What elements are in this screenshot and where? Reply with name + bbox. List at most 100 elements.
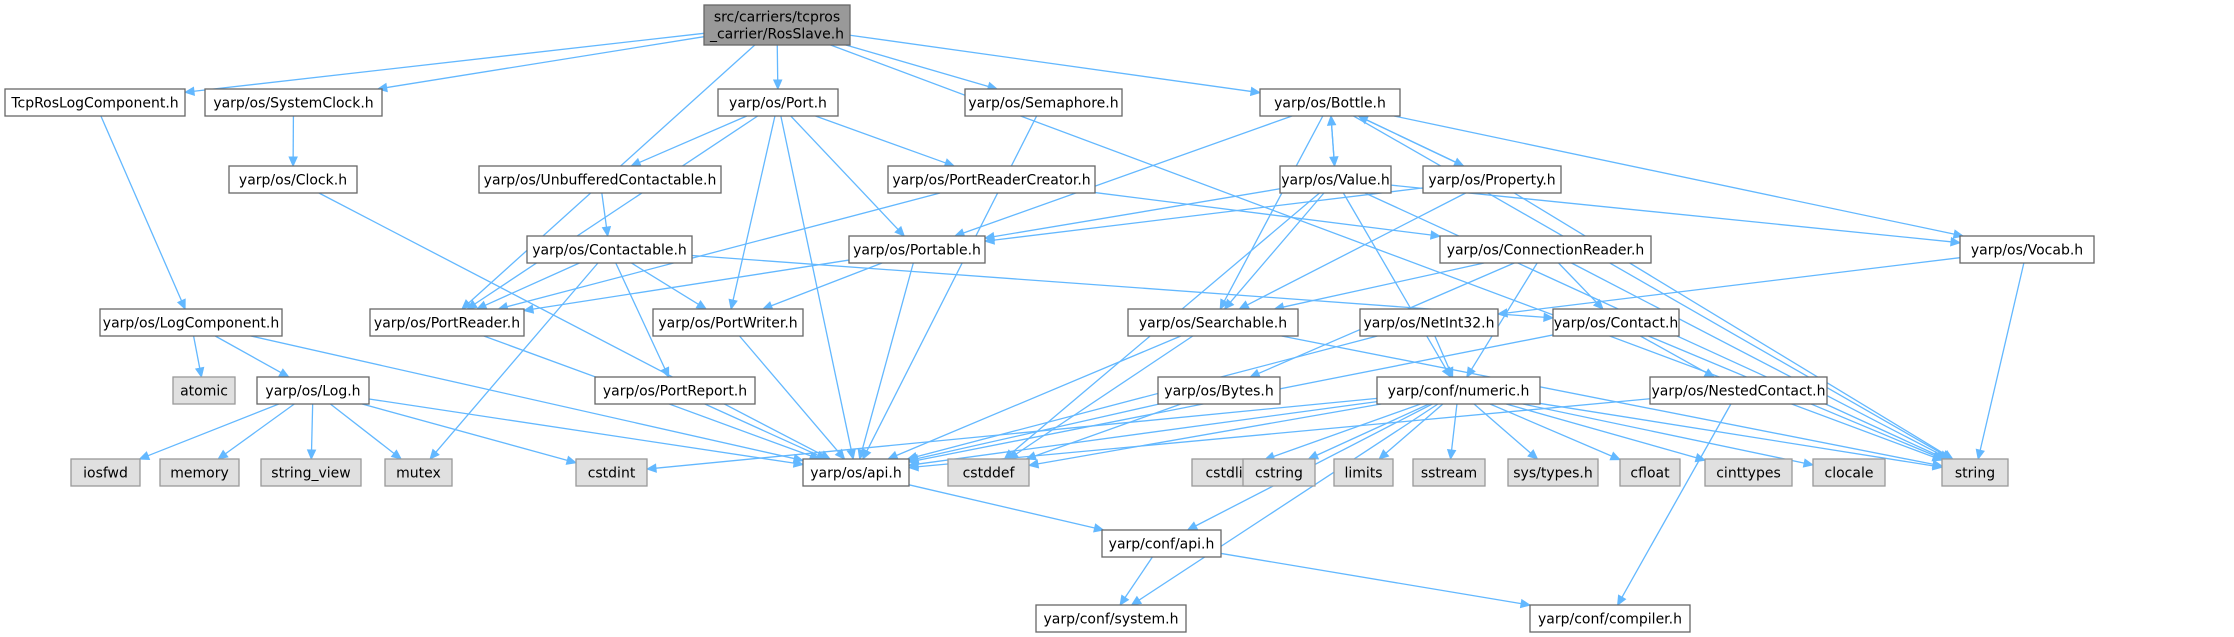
edge-arrowhead [1446,449,1457,461]
node-label: TcpRosLogComponent.h [10,96,178,112]
node-label: yarp/os/Log.h [265,384,360,400]
node-confapi[interactable]: yarp/conf/api.h [1101,529,1222,558]
edge-line [1223,115,1324,302]
edge-line [1558,262,1598,303]
edge-port-to-prcreator [815,115,956,168]
node-portwriter[interactable]: yarp/os/PortWriter.h [652,308,804,337]
node-label: cstdlib [1205,466,1251,482]
node-limits: limits [1333,458,1394,487]
node-bottle[interactable]: yarp/os/Bottle.h [1259,88,1401,117]
node-sysclock[interactable]: yarp/os/SystemClock.h [204,88,383,117]
node-box [1376,376,1541,405]
node-confsystem[interactable]: yarp/conf/system.h [1035,604,1187,633]
edge-arrowhead [1238,300,1250,310]
node-confcompiler[interactable]: yarp/conf/compiler.h [1529,604,1691,633]
node-box [1507,458,1599,487]
edge-numeric-to-clocale [1522,403,1815,468]
node-prcreator[interactable]: yarp/os/PortReaderCreator.h [887,165,1096,194]
edge-line [771,262,883,307]
node-memory: memory [159,458,240,487]
edge-arrowhead [306,449,317,461]
edge-line [917,398,1651,468]
node-connreader[interactable]: yarp/os/ConnectionReader.h [1439,235,1652,264]
edge-arrowhead [1130,595,1143,606]
node-port[interactable]: yarp/os/Port.h [717,88,839,117]
node-label: iosfwd [83,466,128,482]
edge-line [1473,403,1532,454]
edge-port-to-unbuf [630,115,748,167]
edge-rosslave-to-port [772,44,783,91]
node-label: atomic [180,384,228,400]
node-netint32[interactable]: yarp/os/NetInt32.h [1359,308,1499,337]
node-atomic: atomic [172,376,236,405]
node-label: yarp/conf/numeric.h [1388,384,1530,400]
edge-line [386,36,705,89]
node-property[interactable]: yarp/os/Property.h [1422,165,1562,194]
edge-prcreator-to-connreader [1094,191,1442,240]
edge-line [193,32,705,92]
edge-numeric-to-systypes [1473,403,1539,460]
edge-line [368,398,795,464]
node-contactable[interactable]: yarp/os/Contactable.h [526,235,693,264]
edge-line [1247,192,1466,306]
node-bytes[interactable]: yarp/os/Bytes.h [1157,376,1281,405]
node-searchable[interactable]: yarp/os/Searchable.h [1127,308,1299,337]
node-osapi[interactable]: yarp/os/api.h [802,458,910,487]
edge-arrowhead [1219,298,1229,311]
edge-numeric-to-cstdint [645,397,1378,473]
edge-line [147,403,280,457]
edge-property-to-portable [983,187,1424,245]
edge-line [1522,403,1805,464]
edge-arrowhead [1119,594,1130,607]
edge-line [1489,403,1612,457]
node-label: yarp/os/PortReport.h [603,384,747,400]
edge-arrowhead [194,366,205,379]
node-portable[interactable]: yarp/os/Portable.h [848,235,986,264]
node-value[interactable]: yarp/os/Value.h [1279,165,1392,194]
nodes-layer: src/carriers/tcpros_carrier/RosSlave.hTc… [4,4,2095,633]
edge-arrowhead [1950,237,1962,247]
edge-line [790,115,899,230]
edge-line [732,115,776,301]
edge-numeric-to-sstream [1446,403,1458,461]
node-unbuf[interactable]: yarp/os/UnbufferedContactable.h [478,165,722,194]
node-log[interactable]: yarp/os/Log.h [256,376,370,405]
edge-line [780,115,852,451]
node-label: yarp/os/Semaphore.h [968,96,1118,112]
node-clock[interactable]: yarp/os/Clock.h [228,165,358,194]
edge-line [1124,556,1153,598]
node-label: cstring [1255,466,1303,482]
node-portreport[interactable]: yarp/os/PortReport.h [594,376,756,405]
node-label: yarp/os/Portable.h [853,243,981,259]
node-label: yarp/conf/compiler.h [1538,612,1682,628]
edge-property-to-bottle [1357,115,1464,167]
node-box [575,458,648,487]
node-box [703,4,851,46]
edge-nestedcontact-to-osapi [907,398,1651,472]
edge-value-to-vocab [1390,184,1962,247]
node-vocab[interactable]: yarp/os/Vocab.h [1959,235,2095,264]
node-label: string_view [271,466,350,482]
node-box [1422,165,1562,194]
node-rosslave: src/carriers/tcpros_carrier/RosSlave.h [703,4,851,46]
edge-line [845,44,989,88]
node-string_view: string_view [260,458,362,487]
edge-line [192,335,201,369]
node-label: yarp/os/Value.h [1281,173,1390,189]
node-logcomp[interactable]: yarp/os/LogComponent.h [99,308,283,337]
node-nestedcontact[interactable]: yarp/os/NestedContact.h [1649,376,1828,405]
edge-numeric-to-confsystem [1130,403,1439,606]
node-numeric[interactable]: yarp/conf/numeric.h [1376,376,1541,405]
edge-logcomp-to-atomic [192,335,205,379]
node-cstddef: cstddef [947,458,1030,487]
node-semaphore[interactable]: yarp/os/Semaphore.h [964,88,1123,117]
node-contact[interactable]: yarp/os/Contact.h [1552,308,1680,337]
node-portreader[interactable]: yarp/os/PortReader.h [369,308,525,337]
edge-arrowhead [894,225,906,237]
edge-arrowhead [278,368,290,378]
node-tcproslog[interactable]: TcpRosLogComponent.h [4,88,186,117]
node-label: yarp/os/Property.h [1428,173,1555,189]
edge-arrowhead [1703,368,1716,378]
edge-rosslave-to-tcproslog [183,32,705,96]
